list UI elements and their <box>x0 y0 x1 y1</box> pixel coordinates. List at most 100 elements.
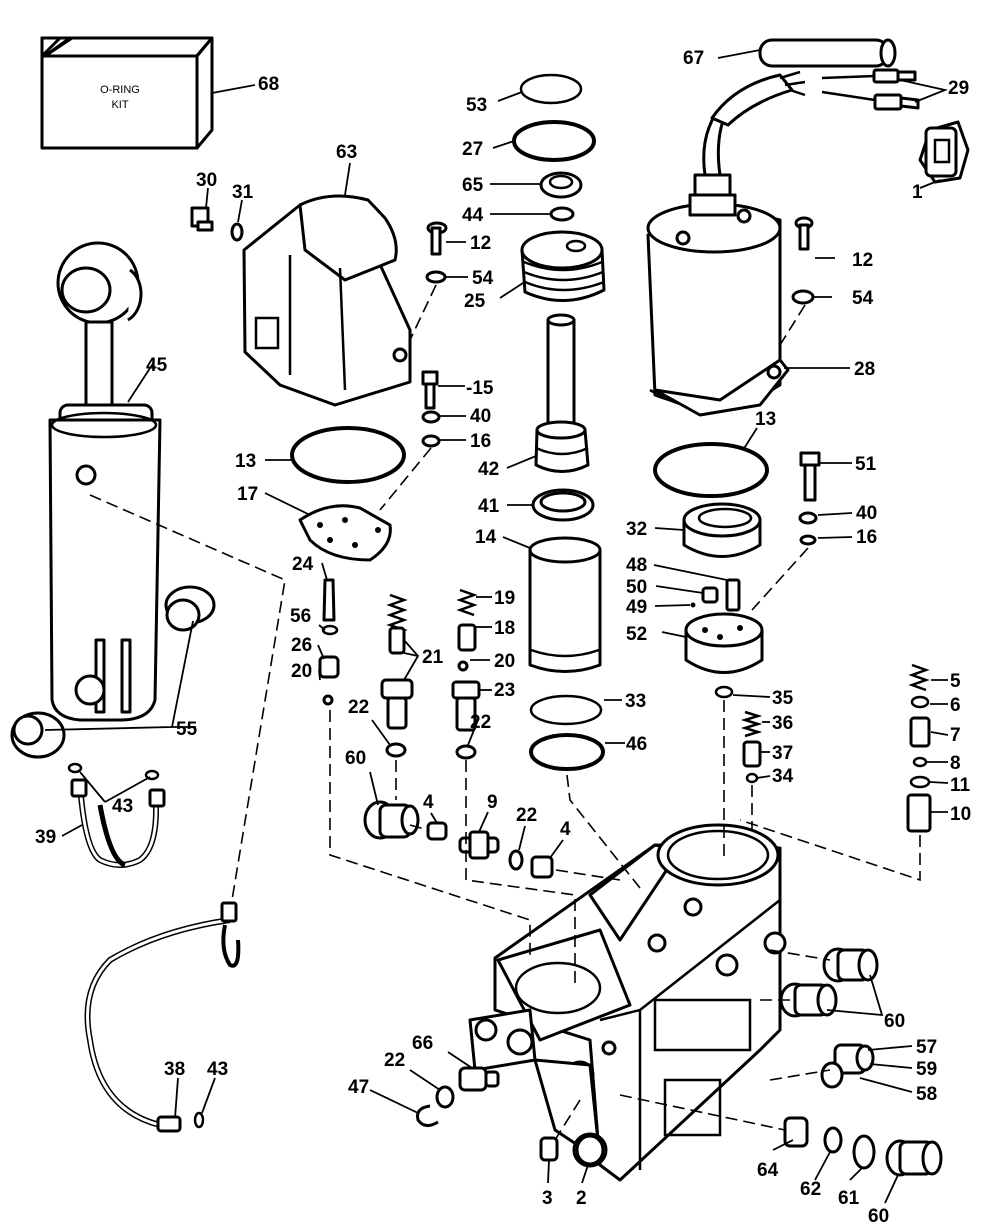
washer-16-right <box>799 534 817 546</box>
callout-22-a: 22 <box>348 697 369 718</box>
harness-sleeve-67 <box>758 38 897 68</box>
callout-67: 67 <box>683 48 704 69</box>
callout-20-left: 20 <box>291 661 312 682</box>
callout-51: 51 <box>855 454 877 475</box>
callout-36: 36 <box>772 713 793 734</box>
retaining-ring-47 <box>416 1104 439 1127</box>
o-ring-31 <box>230 222 244 242</box>
callout-28: 28 <box>854 359 875 380</box>
callout-22-c: 22 <box>516 805 537 826</box>
cylinder-sleeve-14 <box>528 536 602 673</box>
callout-19: 19 <box>494 588 515 609</box>
valve-60-a <box>363 800 420 840</box>
cylinder-head-25 <box>520 230 606 302</box>
callout-40-right: 40 <box>856 503 877 524</box>
seat-26 <box>318 655 340 679</box>
screw-48 <box>725 578 741 612</box>
callout-61: 61 <box>838 1188 860 1209</box>
callout-68: 68 <box>258 74 279 95</box>
callout-43-b: 43 <box>207 1059 228 1080</box>
o-ring-34 <box>745 772 759 784</box>
callout-63: 63 <box>336 142 357 163</box>
fitting-66 <box>458 1066 500 1092</box>
seal-41 <box>531 488 595 522</box>
o-ring-43-b <box>144 769 160 781</box>
o-ring-53 <box>519 73 583 105</box>
callout-60-b: 60 <box>884 1011 905 1032</box>
callout-59: 59 <box>916 1059 937 1080</box>
callout-22-d: 22 <box>384 1050 405 1071</box>
washer-54-right <box>791 289 815 305</box>
o-ring-43-a <box>67 762 83 774</box>
valve-10 <box>906 793 932 833</box>
callout-12-right: 12 <box>852 250 873 271</box>
callout-52: 52 <box>626 624 647 645</box>
callout-49: 49 <box>626 597 647 618</box>
terminal-29-a <box>821 68 917 84</box>
spring-4-b <box>530 855 554 879</box>
o-ring-33 <box>529 694 603 726</box>
washer-40-right <box>798 511 818 525</box>
callout-41: 41 <box>478 496 500 517</box>
hose-39 <box>70 778 166 868</box>
callout-4-b: 4 <box>560 819 571 840</box>
callout-37: 37 <box>772 743 793 764</box>
callout-55: 55 <box>176 719 198 740</box>
o-ring-46 <box>529 733 605 771</box>
spring-21 <box>386 593 408 655</box>
callout-54-left: 54 <box>472 268 494 289</box>
callout-32: 32 <box>626 519 647 540</box>
callout-57: 57 <box>916 1037 937 1058</box>
callout-23: 23 <box>494 680 515 701</box>
piston-50 <box>701 586 719 604</box>
callout-54-right: 54 <box>852 288 874 309</box>
o-ring-62 <box>823 1126 843 1154</box>
callout-45: 45 <box>146 355 168 376</box>
callout-12-left: 12 <box>470 233 491 254</box>
callout-16-right: 16 <box>856 527 877 548</box>
callout-56: 56 <box>290 606 311 627</box>
screw-12-right <box>794 216 814 251</box>
o-ring-43-c <box>193 1111 205 1129</box>
washer-54-left <box>425 270 447 284</box>
callout-15: -15 <box>466 378 494 399</box>
bushing-lower <box>10 711 66 759</box>
callout-3: 3 <box>542 1188 553 1209</box>
valve-7 <box>909 716 931 748</box>
callout-13-right: 13 <box>755 409 776 430</box>
callout-64: 64 <box>757 1160 779 1181</box>
valve-60-d <box>885 1139 943 1177</box>
callout-17: 17 <box>237 484 258 505</box>
callout-29: 29 <box>948 78 969 99</box>
callout-60-c: 60 <box>868 1206 889 1227</box>
callout-labels: 68 67 53 29 27 63 1 65 30 31 44 12 12 54… <box>35 48 971 1227</box>
callout-40-left: 40 <box>470 406 491 427</box>
callout-5: 5 <box>950 671 961 692</box>
fitting-64 <box>783 1116 809 1148</box>
o-ring-22-b <box>455 744 477 760</box>
callout-22-b: 22 <box>470 712 491 733</box>
spring-5 <box>908 663 930 692</box>
spring-4-a <box>426 821 448 841</box>
plug-3 <box>539 1136 559 1162</box>
callout-31: 31 <box>232 182 254 203</box>
callout-21: 21 <box>422 647 444 668</box>
callout-13-left: 13 <box>235 451 256 472</box>
o-ring-22-c <box>508 849 524 871</box>
screw-12-left <box>426 221 448 256</box>
callout-33: 33 <box>625 691 646 712</box>
o-ring-22-a <box>385 742 407 758</box>
callout-9: 9 <box>487 792 498 813</box>
callout-20-right: 20 <box>494 651 515 672</box>
washer-2 <box>575 1134 605 1166</box>
callout-25: 25 <box>464 291 486 312</box>
check-valve-23 <box>451 680 481 732</box>
callout-43-a: 43 <box>112 796 133 817</box>
callout-30: 30 <box>196 170 217 191</box>
tilt-cylinder <box>48 241 162 722</box>
valve-24 <box>322 578 336 622</box>
hose-38 <box>84 901 241 1133</box>
kit-label-line1: O-RING <box>100 84 140 96</box>
check-valve-body-21 <box>380 678 414 730</box>
